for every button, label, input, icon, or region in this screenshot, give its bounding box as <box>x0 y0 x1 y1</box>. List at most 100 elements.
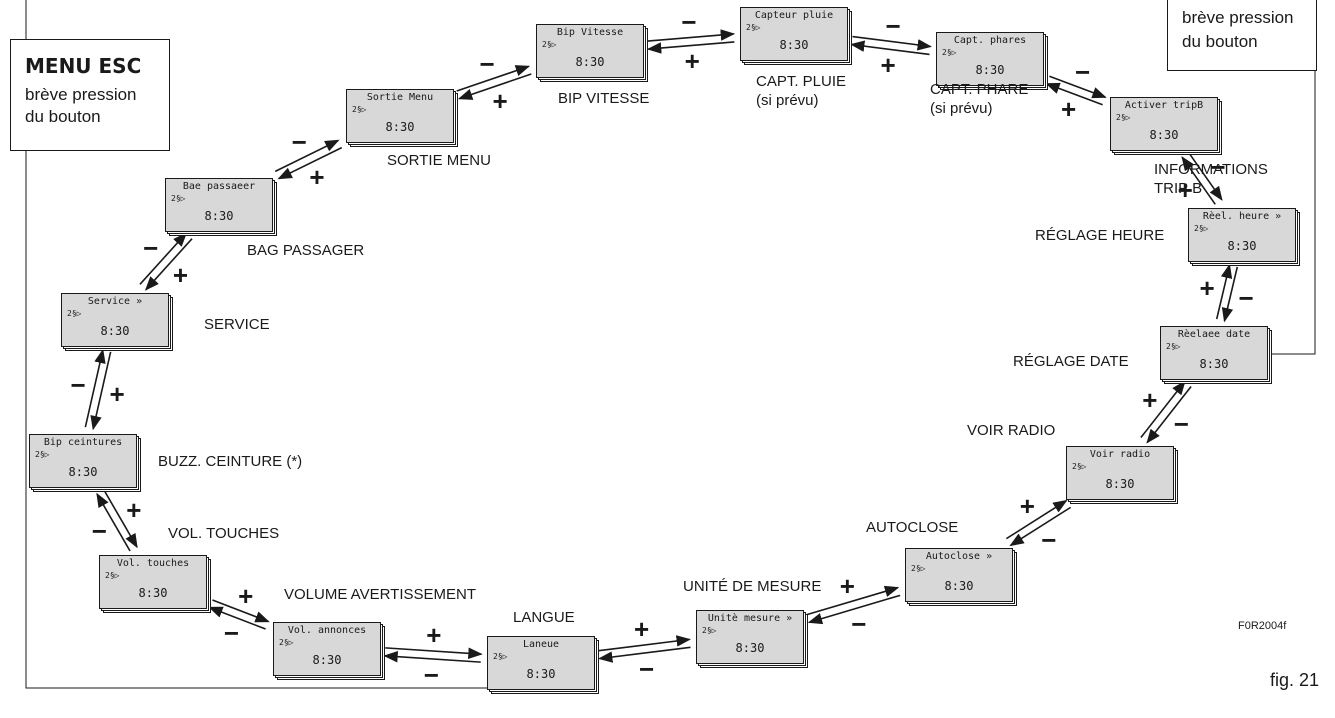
lcd-display-text: Capteur pluie <box>754 10 834 21</box>
label-line: (si prévu) <box>756 92 819 109</box>
lcd-status-icon: 2§▷ <box>1194 224 1209 233</box>
plus-sign: + <box>492 86 508 117</box>
minus-sign: − <box>1173 409 1189 440</box>
lcd-display-text: Autoclose » <box>925 551 993 562</box>
arrow-minus <box>383 650 481 663</box>
arrow-minus <box>96 492 131 552</box>
label-service: SERVICE <box>204 315 270 334</box>
arrow-plus <box>1045 82 1103 106</box>
arrow-minus <box>1009 506 1072 547</box>
set-line2: du bouton <box>1182 32 1258 51</box>
arrow-minus <box>1049 75 1107 99</box>
lcd-screen-reglage-date: Rèelaee date 2§▷ 8:30 <box>1160 326 1272 384</box>
minus-sign: − <box>91 515 107 546</box>
lcd-display-text: Sortie Menu <box>366 92 434 103</box>
minus-sign: − <box>70 370 86 401</box>
lcd-clock: 8:30 <box>1227 239 1257 253</box>
plus-sign: + <box>426 620 442 651</box>
arrow-minus <box>647 29 736 42</box>
minus-sign: − <box>479 48 495 79</box>
lcd-status-icon: 2§▷ <box>1116 113 1131 122</box>
arrow-minus <box>807 594 901 625</box>
label-line: INFORMATIONS <box>1154 161 1268 178</box>
label-sortie-menu: SORTIE MENU <box>387 151 491 170</box>
plus-sign: + <box>109 378 125 409</box>
menu-esc-callout: MENU ESC brève pression du bouton <box>10 39 170 151</box>
minus-sign: − <box>1210 152 1226 182</box>
set-button-text: brève pression du bouton <box>1182 6 1294 54</box>
label-voir-radio: VOIR RADIO <box>967 421 1055 440</box>
arrow-minus <box>1221 266 1239 323</box>
menu-esc-title: MENU ESC <box>25 54 142 78</box>
label-line: BUZZ. CEINTURE (*) <box>158 453 303 470</box>
label-capt-phares: CAPT. PHARE(si prévu) <box>930 80 1028 118</box>
arrow-minus <box>598 646 691 663</box>
lcd-clock: 8:30 <box>1199 357 1229 371</box>
set-line1: brève pression <box>1182 8 1294 27</box>
label-bag-passager: BAG PASSAGER <box>247 241 364 260</box>
lcd-screen-vol-touches: Vol. touches 2§▷ 8:30 <box>99 555 211 613</box>
label-line: UNITÉ DE MESURE <box>683 578 822 595</box>
lcd-display-text: Capt. phares <box>953 35 1027 46</box>
lcd-clock: 8:30 <box>1105 477 1135 491</box>
label-line: BAG PASSAGER <box>247 242 365 259</box>
label-autoclose: AUTOCLOSE <box>866 518 958 537</box>
arrow-minus <box>274 139 340 173</box>
minus-sign: − <box>681 6 697 37</box>
plus-sign: + <box>172 259 189 290</box>
lcd-display-text: Bip ceintures <box>43 437 123 448</box>
lcd-display-text: Service » <box>87 296 143 307</box>
lcd-status-icon: 2§▷ <box>105 571 120 580</box>
plus-sign: + <box>839 570 855 601</box>
lcd-face: Vol. touches 2§▷ 8:30 <box>99 555 207 609</box>
lcd-display-text: Laneue <box>522 639 560 650</box>
minus-sign: − <box>1238 282 1254 313</box>
lcd-clock: 8:30 <box>1149 128 1179 142</box>
lcd-clock: 8:30 <box>526 667 556 681</box>
lcd-display-text: Rèelaee date <box>1177 329 1251 340</box>
lcd-status-icon: 2§▷ <box>279 638 294 647</box>
arrow-plus <box>144 238 193 291</box>
lcd-display-text: Vol. touches <box>116 558 190 569</box>
arrow-plus <box>457 73 532 100</box>
plus-sign: + <box>1061 94 1077 125</box>
label-line: TRIP B <box>1154 180 1203 197</box>
lcd-clock: 8:30 <box>138 586 168 600</box>
set-button-callout: brève pression du bouton <box>1167 0 1317 71</box>
lcd-status-icon: 2§▷ <box>911 564 926 573</box>
plus-sign: + <box>1019 491 1035 522</box>
lcd-status-icon: 2§▷ <box>1166 342 1181 351</box>
lcd-status-icon: 2§▷ <box>702 626 717 635</box>
arrow-plus <box>90 351 112 431</box>
arrow-plus <box>806 585 900 616</box>
lcd-screen-autoclose: Autoclose »2§▷8:30 <box>905 548 1017 606</box>
label-langue: LANGUE <box>513 608 575 627</box>
label-vol-annonces: VOLUME AVERTISSEMENT <box>284 585 476 604</box>
lcd-clock: 8:30 <box>68 465 98 479</box>
label-bip-vitesse: BIP VITESSE <box>558 89 649 108</box>
arrow-plus <box>1005 499 1068 540</box>
minus-sign: − <box>291 126 307 157</box>
arrow-minus <box>139 232 188 285</box>
lcd-status-icon: 2§▷ <box>35 450 50 459</box>
lcd-face: Rèel. heure »2§▷8:30 <box>1188 208 1296 262</box>
lcd-screen-unite-mesure: Unitè mesure »2§▷8:30 <box>696 610 808 668</box>
arrow-minus <box>1146 385 1192 444</box>
label-line: VOIR RADIO <box>967 422 1056 439</box>
lcd-screen-service: Service »2§▷8:30 <box>61 293 173 351</box>
menu-esc-line2: du bouton <box>25 107 101 126</box>
label-line: SORTIE MENU <box>387 152 491 169</box>
lcd-clock: 8:30 <box>575 55 605 69</box>
minus-sign: − <box>1041 524 1057 555</box>
lcd-screen-bip-ceintures: Bip ceintures 2§▷ 8:30 <box>29 434 141 492</box>
arrow-minus <box>852 35 932 51</box>
